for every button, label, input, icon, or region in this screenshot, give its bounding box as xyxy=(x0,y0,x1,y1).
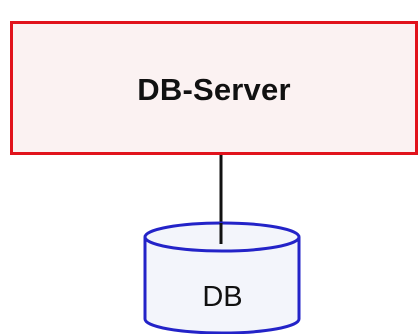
database-label: DB xyxy=(202,281,243,313)
db-server-label: DB-Server xyxy=(137,72,291,107)
cylinder-body xyxy=(143,237,301,334)
db-server-node: DB-Server xyxy=(10,21,418,155)
